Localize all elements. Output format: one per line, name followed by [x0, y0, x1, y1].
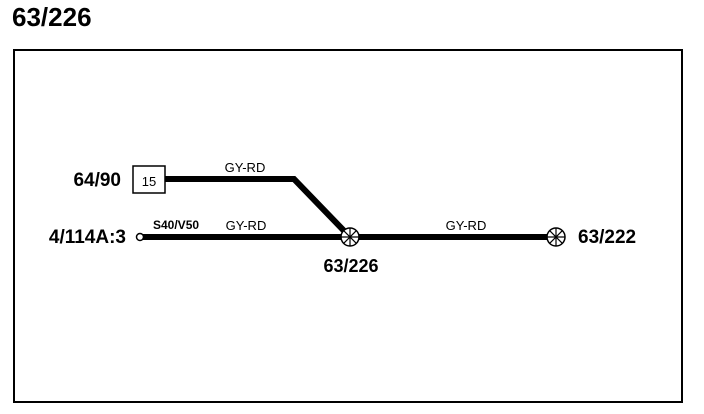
connector-pin-box: [132, 165, 166, 194]
diagram-frame: [13, 49, 683, 403]
splice-label-right: 63/222: [578, 227, 636, 248]
connector-label-4-114a: 4/114A:3: [49, 227, 126, 248]
variant-label: S40/V50: [153, 218, 199, 232]
splice-symbol-main: [340, 227, 360, 247]
splice-symbol-right: [546, 227, 566, 247]
wire-color-top: GY-RD: [225, 160, 266, 175]
wire-color-right: GY-RD: [446, 218, 487, 233]
wire-color-left: GY-RD: [226, 218, 267, 233]
splice-label-main: 63/226: [323, 256, 378, 276]
terminal-circle: [135, 232, 145, 242]
wire-top: [165, 176, 353, 240]
page-title: 63/226: [12, 2, 92, 32]
connector-label-64-90: 64/90: [73, 170, 121, 191]
connector-pin-number: 15: [142, 174, 156, 189]
